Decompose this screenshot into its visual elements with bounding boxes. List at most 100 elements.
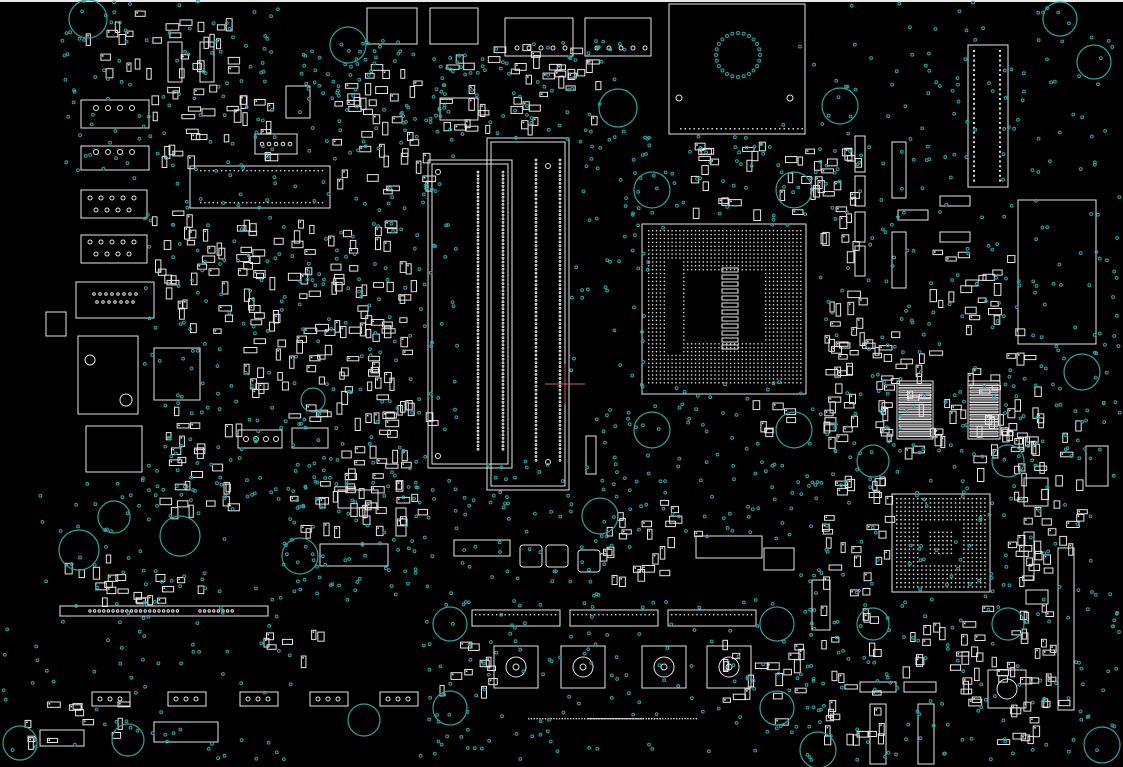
socket-pin: [733, 265, 736, 267]
smd-component: [477, 110, 490, 116]
pad: [291, 497, 294, 499]
bga-ball: [908, 514, 911, 517]
bga-ball: [959, 498, 961, 500]
socket-pin: [702, 265, 704, 267]
via: [885, 343, 890, 348]
via: [601, 39, 606, 44]
socket-pin: [780, 261, 782, 263]
smd-component: [361, 284, 368, 297]
pad: [852, 328, 855, 331]
socket-pin: [788, 315, 790, 318]
pad: [267, 202, 269, 204]
pad: [360, 489, 362, 492]
pad: [1018, 536, 1021, 539]
smd-component: [248, 305, 261, 313]
socket-pin: [690, 269, 693, 271]
pad: [747, 128, 749, 130]
via: [147, 244, 152, 249]
via: [1071, 738, 1076, 742]
component-outline: [897, 209, 929, 221]
pad: [721, 614, 723, 616]
pad: [920, 395, 922, 397]
socket-pin: [718, 257, 720, 259]
socket-pin: [765, 347, 767, 349]
bga-ball: [900, 577, 902, 580]
pad: [195, 449, 198, 451]
via: [71, 100, 76, 105]
via: [899, 317, 904, 321]
smd-component: [667, 537, 675, 549]
pad: [885, 551, 887, 554]
bga-ball: [896, 510, 898, 513]
via: [608, 259, 612, 264]
via: [1002, 457, 1007, 462]
via: [933, 27, 938, 31]
socket-pin: [706, 370, 708, 372]
pad: [779, 128, 781, 130]
pin-hole: [501, 300, 505, 304]
socket-pin: [659, 323, 662, 325]
ic-pin: [898, 434, 932, 437]
via: [892, 255, 897, 260]
socket-pin: [768, 343, 771, 345]
smd-component: [820, 233, 827, 245]
socket-pin: [780, 315, 782, 318]
via: [258, 476, 263, 480]
smd-component: [1023, 517, 1033, 525]
bga-ball: [904, 548, 906, 550]
socket-pin: [796, 335, 798, 337]
via: [1103, 342, 1107, 347]
via: [952, 465, 957, 469]
socket-pin: [780, 233, 782, 236]
via: [178, 322, 183, 327]
via: [176, 393, 180, 398]
smd-component: [772, 402, 784, 411]
smd-component: [365, 315, 373, 325]
pad: [348, 101, 350, 103]
via: [657, 663, 662, 668]
pin-hole: [534, 275, 538, 279]
socket-pin: [683, 241, 685, 244]
smd-component: [852, 241, 860, 251]
pad: [829, 398, 832, 400]
smd-component: [104, 581, 113, 588]
socket-pin: [776, 292, 779, 294]
bga-ball: [896, 582, 898, 584]
socket-pin: [663, 374, 665, 376]
smd-component: [873, 649, 882, 657]
socket-pin: [702, 241, 704, 244]
bga-ball: [896, 498, 898, 500]
pin-hole: [476, 174, 480, 178]
via: [900, 604, 905, 608]
smd-component: [641, 520, 652, 528]
pad: [383, 413, 386, 415]
via: [68, 30, 72, 35]
pad: [702, 149, 704, 151]
socket-pin: [753, 347, 755, 349]
socket-pin: [655, 370, 658, 372]
pin-hole: [501, 285, 505, 289]
socket-pin: [663, 245, 665, 247]
pin-hole: [558, 377, 562, 380]
smd-component: [264, 154, 279, 162]
pin-hole: [501, 199, 505, 203]
via: [217, 407, 222, 411]
smd-component: [825, 725, 831, 737]
via: [443, 427, 447, 432]
smd-component: [1034, 648, 1041, 659]
socket-pin: [667, 362, 669, 364]
via: [153, 569, 158, 573]
socket-pin: [687, 374, 689, 376]
via: [222, 537, 227, 541]
via: [171, 255, 176, 260]
via: [1054, 403, 1059, 408]
via: [326, 72, 330, 76]
socket-pin: [710, 362, 712, 364]
pad: [48, 739, 51, 741]
via: [1106, 39, 1111, 43]
via: [745, 676, 750, 681]
smd-component: [450, 672, 463, 680]
socket-pin: [788, 354, 790, 357]
component-outline: [939, 195, 971, 207]
